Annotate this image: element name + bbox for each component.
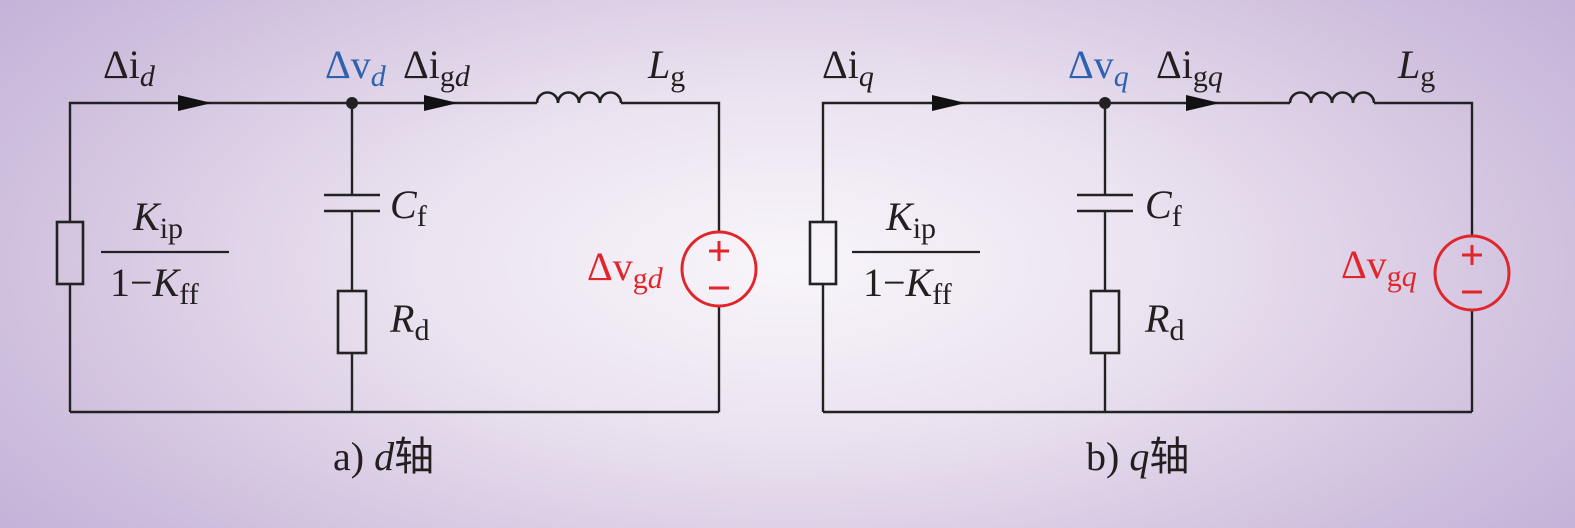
damping-resistor-label: Rd xyxy=(1144,296,1184,347)
node-voltage-label: Δvd xyxy=(325,42,387,93)
wire-top-left xyxy=(821,101,1290,222)
damping-resistor-symbol xyxy=(1089,289,1121,355)
caption-d: a) d轴 xyxy=(333,434,434,479)
current-arrow-input xyxy=(932,95,966,111)
voltage-source-symbol xyxy=(1433,234,1511,312)
inductor-label: Lg xyxy=(647,42,685,93)
damping-resistor-label: Rd xyxy=(389,296,429,347)
capacitor-label: Cf xyxy=(390,182,427,233)
grid-current-label: Δigd xyxy=(403,42,471,93)
circuit-q-axis: Δiq Δvq Δigq Lg Cf Rd Kip 1−Kff Δvgq b) … xyxy=(808,42,1511,479)
damping-resistor-symbol xyxy=(336,289,368,355)
node-dot xyxy=(346,97,358,109)
current-arrow-grid xyxy=(1186,95,1220,111)
gain-numerator: Kip xyxy=(885,194,936,245)
gain-numerator: Kip xyxy=(132,194,183,245)
source-label: Δvgq xyxy=(1341,242,1417,293)
wire-top-right xyxy=(1374,101,1474,236)
wire-top-left xyxy=(68,101,537,222)
gain-denominator: 1−Kff xyxy=(110,260,199,311)
node-dot xyxy=(1099,97,1111,109)
voltage-source-symbol xyxy=(680,230,758,308)
inductor-label: Lg xyxy=(1397,42,1435,93)
inductor-coil xyxy=(1288,91,1376,104)
inductor-coil xyxy=(535,91,623,104)
source-label: Δvgd xyxy=(587,244,664,295)
circuit-d-axis: Δid Δvd Δigd Lg Cf Rd Kip 1−Kff Δvgd a) … xyxy=(55,42,758,479)
caption-q: b) q轴 xyxy=(1086,434,1189,479)
capacitor-label: Cf xyxy=(1145,182,1182,233)
input-current-label: Δiq xyxy=(822,42,874,93)
gain-resistor-symbol xyxy=(808,220,838,286)
current-arrow-input xyxy=(178,95,212,111)
input-current-label: Δid xyxy=(103,42,156,93)
grid-current-label: Δigq xyxy=(1156,42,1223,93)
node-voltage-label: Δvq xyxy=(1068,42,1129,93)
gain-resistor-symbol xyxy=(55,220,85,286)
current-arrow-grid xyxy=(424,95,458,111)
wire-top-right xyxy=(621,101,721,232)
gain-denominator: 1−Kff xyxy=(863,260,952,311)
